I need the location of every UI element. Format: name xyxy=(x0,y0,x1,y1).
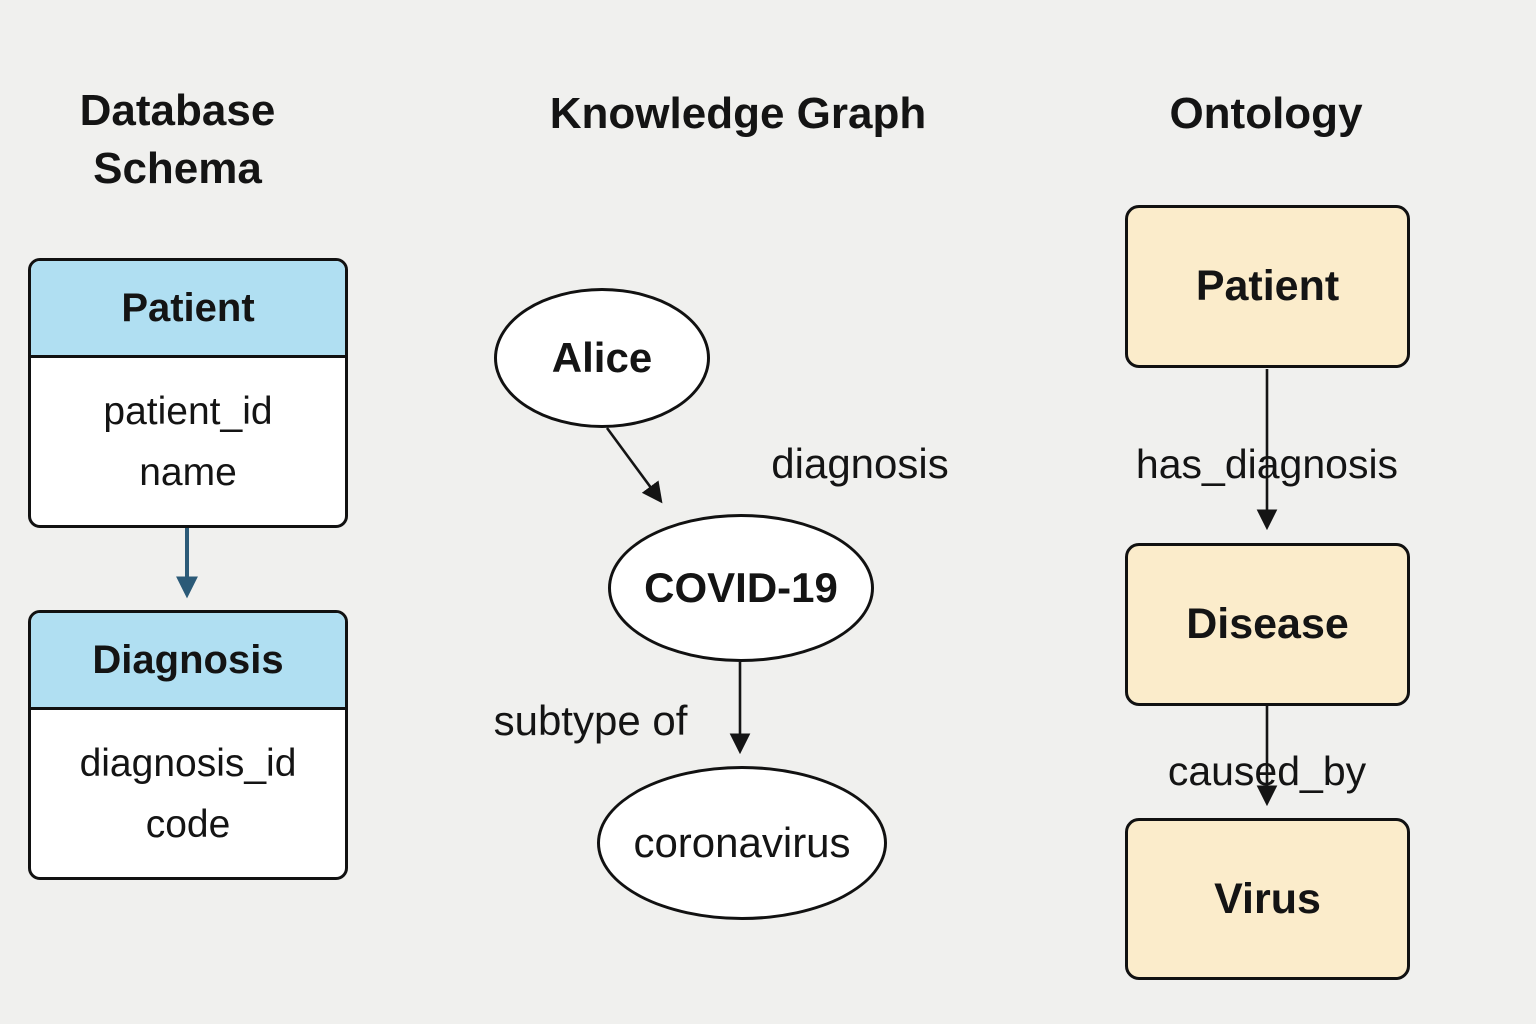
diagnosis-edge-label: diagnosis xyxy=(771,440,949,487)
ontology-title: Ontology xyxy=(1169,89,1363,138)
patient-table-body: patient_id name xyxy=(31,358,345,525)
covid19-node: COVID-19 xyxy=(608,514,874,662)
alice-to-covid19-arrow xyxy=(605,427,663,504)
subtype-of-edge-label: subtype of xyxy=(493,697,688,744)
knowledge-graph-title: Knowledge Graph xyxy=(549,89,927,138)
patient-table-field: patient_id xyxy=(103,389,273,433)
ontology-disease-box: Disease xyxy=(1125,543,1410,706)
patient-table: Patient patient_id name xyxy=(28,258,348,528)
ontology-virus-box: Virus xyxy=(1125,818,1410,980)
patient-table-header: Patient xyxy=(31,261,345,358)
has-diagnosis-edge-label: has_diagnosis xyxy=(1135,441,1399,487)
caused-by-edge-label: caused_by xyxy=(1167,748,1367,794)
diagnosis-table: Diagnosis diagnosis_id code xyxy=(28,610,348,880)
diagnosis-table-field: diagnosis_id xyxy=(79,741,297,785)
diagnosis-table-field: code xyxy=(145,802,231,846)
coronavirus-node: coronavirus xyxy=(597,766,887,920)
diagnosis-table-body: diagnosis_id code xyxy=(31,710,345,877)
database-schema-title: Database Schema xyxy=(79,86,276,193)
ontology-patient-box: Patient xyxy=(1125,205,1410,368)
patient-table-field: name xyxy=(139,450,237,494)
alice-node: Alice xyxy=(494,288,710,428)
diagnosis-table-header: Diagnosis xyxy=(31,613,345,710)
